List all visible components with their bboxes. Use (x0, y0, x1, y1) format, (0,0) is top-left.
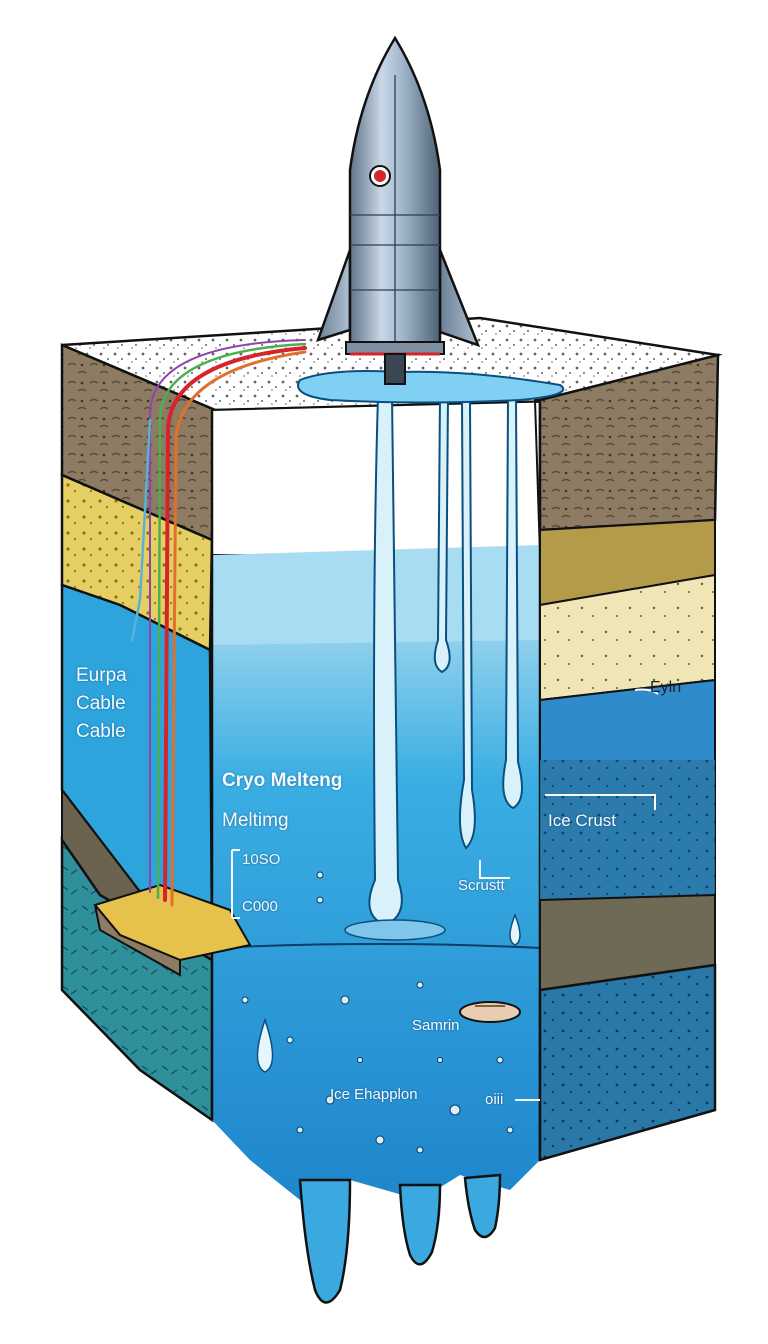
label-ice-chamber: Ice Ehapplon (330, 1086, 418, 1103)
label-ice-crust: Ice Crust (548, 811, 617, 830)
sample-capsule (459, 1001, 521, 1023)
label-cryo-melting: Cryo Melteng (222, 770, 343, 791)
label-eyln: Eyln (650, 679, 682, 696)
label-scrust: Scrustt (458, 877, 505, 894)
label-sample: Samrin (412, 1017, 460, 1034)
rock-ledge (93, 883, 252, 977)
cryobot-probe (315, 35, 481, 385)
label-melting: Meltimg (222, 810, 289, 831)
right-face-strata (538, 353, 720, 1162)
tether-cables (130, 339, 307, 907)
callout-lines (231, 688, 659, 1101)
melt-streams (256, 394, 523, 1073)
label-cable-2: Cable (76, 721, 126, 742)
label-oil: oiii (485, 1091, 504, 1108)
label-europa: Eurpa (76, 665, 127, 686)
label-depth-top: 10SO (242, 851, 281, 868)
label-cable-1: Cable (76, 693, 126, 714)
label-depth-bottom: C000 (242, 898, 278, 915)
melt-drips (298, 1173, 502, 1304)
surface-melt-pool (297, 370, 565, 404)
water-bubbles (241, 871, 514, 1154)
